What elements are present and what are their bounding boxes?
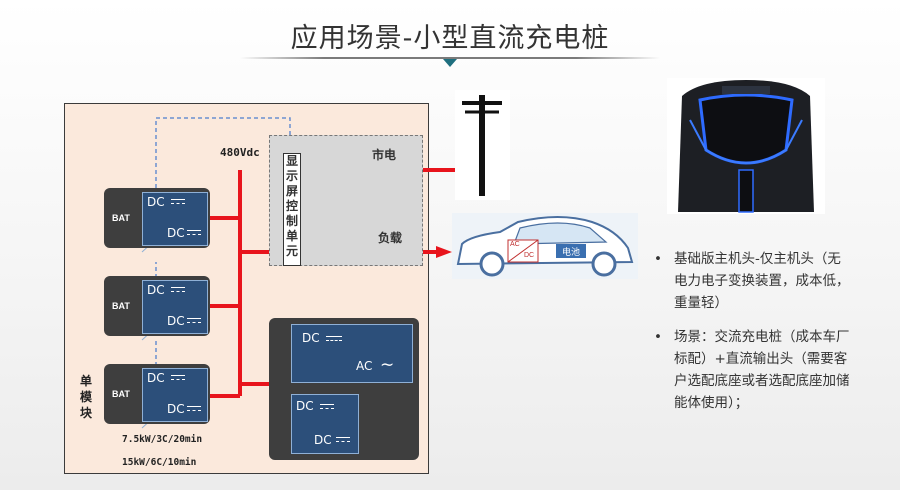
dc-symbol-icon (171, 375, 185, 380)
dc-dc-converter: DC DC (142, 368, 208, 422)
bullet-item: • 基础版主机头-仅主机头（无电力电子变换装置，成本低，重量轻） (652, 248, 852, 314)
dc-symbol-icon (187, 230, 201, 235)
dc-dc-converter: DC DC (142, 192, 208, 246)
car-ac-label: AC (510, 241, 520, 248)
bullet-text: 基础版主机头-仅主机头（无电力电子变换装置，成本低，重量轻） (674, 251, 850, 311)
dc-dc-converter: DC DC (142, 280, 208, 334)
dc-symbol-icon (187, 318, 201, 323)
control-unit-char: 显 (285, 154, 298, 168)
bullet-dot-icon: • (654, 251, 662, 267)
car-dc-label: DC (524, 252, 535, 259)
bullet-item: • 场景：交流充电桩（成本车厂标配）+直流输出头（需要客户选配底座或者选配底座加… (652, 326, 852, 414)
battery-module: BAT DC DC (104, 188, 210, 248)
spec-line: 15kW/6C/10min (122, 457, 197, 468)
single-module-char: 模 (80, 390, 93, 404)
dc-label: DC (296, 399, 314, 413)
control-unit-char: 元 (285, 244, 298, 258)
control-unit-char: 屏 (285, 184, 298, 198)
title-divider-marker (443, 59, 457, 67)
load-arrow (436, 246, 452, 258)
bat-label: BAT (112, 389, 130, 399)
single-module-char: 块 (80, 406, 93, 420)
electric-car-icon (452, 213, 638, 279)
single-module-label: 单 模 块 (80, 373, 92, 421)
control-unit-char: 示 (285, 169, 298, 183)
dc-label: DC (167, 314, 185, 328)
spec-line: 7.5kW/3C/20min (122, 434, 203, 445)
dc-symbol-icon (171, 199, 185, 204)
voltage-label: 480Vdc (220, 146, 260, 159)
bullet-list: • 基础版主机头-仅主机头（无电力电子变换装置，成本低，重量轻） • 场景：交流… (652, 248, 852, 426)
dc-label: DC (147, 371, 165, 385)
dc-label: DC (147, 195, 165, 209)
dc-label: DC (147, 283, 165, 297)
single-module-char: 单 (80, 374, 93, 388)
dc-symbol-icon (171, 287, 185, 292)
load-label: 负载 (378, 231, 403, 245)
page-title: 应用场景-小型直流充电桩 (290, 23, 610, 54)
dc-ac-converter: DC AC ∼ (291, 324, 413, 383)
dc-symbol-icon (326, 336, 342, 341)
control-unit-char: 控 (285, 199, 298, 213)
ac-label: AC (356, 359, 373, 373)
dc-dc-converter: DC DC (291, 394, 359, 454)
ac-wave-icon: ∼ (380, 355, 395, 375)
bat-label: BAT (112, 213, 130, 223)
utility-pole-icon (455, 90, 510, 200)
dc-label: DC (167, 402, 185, 416)
dc-symbol-icon (187, 406, 201, 411)
bat-label: BAT (112, 301, 130, 311)
dc-label: DC (302, 331, 320, 345)
charger-device-icon (667, 78, 825, 214)
bullet-text: 场景：交流充电桩（成本车厂标配）+直流输出头（需要客户选配底座或者选配底座加储能… (674, 329, 850, 411)
dc-label: DC (167, 226, 185, 240)
dc-label: DC (314, 433, 332, 447)
grid-label: 市电 (372, 148, 397, 162)
bullet-dot-icon: • (654, 329, 662, 345)
car-battery-label: 电池 (562, 248, 581, 258)
control-unit: 显 示 屏 控 制 单 元 (283, 153, 301, 266)
dc-symbol-icon (320, 404, 334, 409)
control-unit-char: 制 (285, 214, 298, 228)
control-unit-char: 单 (285, 229, 298, 243)
dc-symbol-icon (336, 437, 350, 442)
battery-module: BAT DC DC (104, 276, 210, 336)
title-divider (240, 57, 660, 59)
battery-module: BAT DC DC (104, 364, 210, 424)
comm-dashed-line (155, 117, 291, 188)
